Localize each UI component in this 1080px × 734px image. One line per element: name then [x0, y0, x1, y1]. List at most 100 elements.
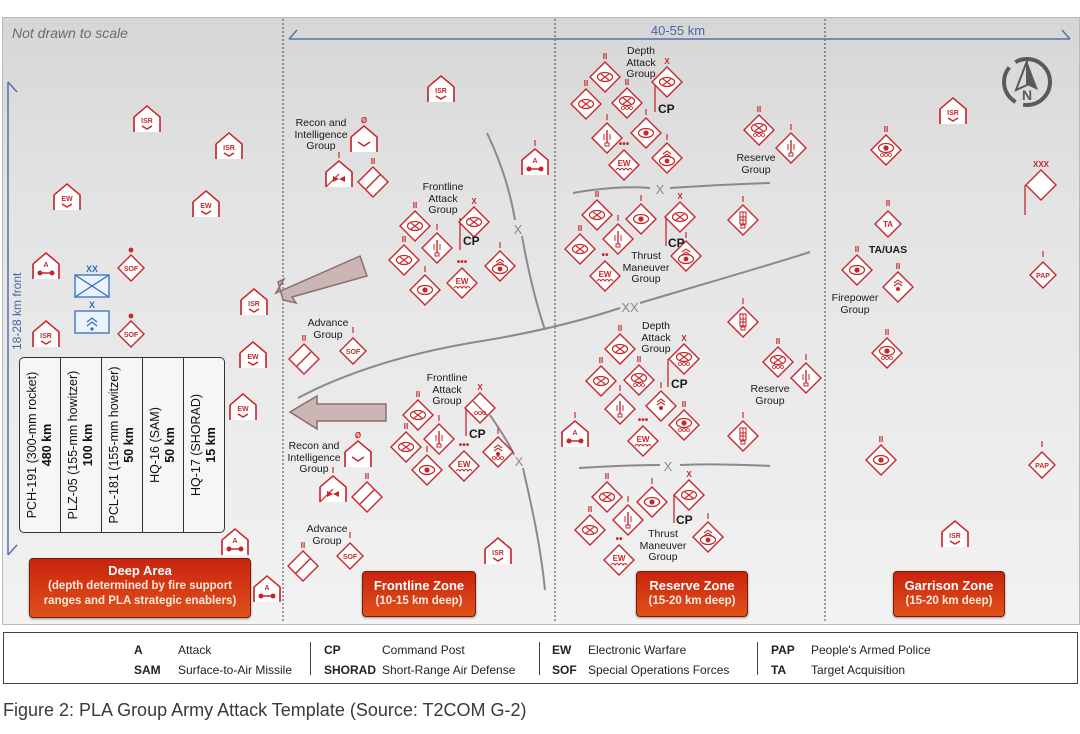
armor-unit-icon: II — [589, 52, 621, 93]
echelon-marker: I — [534, 139, 536, 148]
artillery-unit-icon: I — [604, 384, 636, 425]
svg-text:SOF: SOF — [124, 266, 139, 273]
cp-label: CP — [463, 234, 480, 248]
echelon-marker: II — [776, 337, 780, 346]
isr-unit-icon: ISR — [941, 520, 969, 547]
weapon-system: PLZ-05 (155-mm howitzer) — [66, 370, 80, 520]
echelon-marker: I — [574, 411, 576, 420]
echelon-marker: XXX — [1033, 160, 1050, 169]
echelon-marker: I — [742, 297, 744, 306]
echelon-marker: I — [438, 414, 440, 423]
svg-text:EW: EW — [247, 354, 259, 361]
legend-text: Attack — [178, 643, 212, 657]
air-defense-unit-icon: I — [636, 477, 668, 518]
armor-unit-icon: II — [585, 356, 617, 397]
echelon-marker: II — [402, 235, 406, 244]
isr-unit-icon: ISR — [133, 105, 161, 132]
attack-helicopter-unit-icon: AI — [561, 411, 589, 447]
artillery-unit-icon: I — [602, 214, 634, 255]
width-bracket — [288, 29, 1071, 40]
cp-label: CP — [668, 236, 685, 250]
legend-divider — [310, 642, 311, 675]
recon-air-unit-icon: I — [319, 466, 347, 503]
echelon-marker: X — [477, 383, 483, 392]
zone-box-garrison: Garrison Zone (15-20 km deep) — [893, 571, 1005, 617]
weapon-system: HQ-17 (SHORAD) — [189, 393, 203, 497]
echelon-marker: II — [578, 224, 582, 233]
armor-unit-icon: II — [390, 422, 422, 463]
north-arrow-icon: N — [1002, 57, 1052, 107]
recon-hq-unit-icon: Ø — [344, 431, 372, 467]
recon-battalion-icon: II — [357, 157, 389, 198]
echelon-marker: I — [349, 531, 351, 540]
svg-text:ISR: ISR — [947, 110, 959, 117]
echelon-marker: I — [606, 113, 608, 122]
air-defense-unit-icon: I — [625, 194, 657, 235]
weapon-range: 50 km — [122, 427, 136, 463]
recon-hq-unit-icon: X — [464, 383, 496, 424]
svg-text:EW: EW — [61, 196, 73, 203]
svg-text:TA: TA — [883, 220, 893, 229]
zone-subtitle: (15-20 km deep) — [905, 595, 993, 607]
group-army-hq-icon: XXX — [1025, 160, 1057, 201]
svg-text:A: A — [572, 430, 577, 437]
svg-text:ISR: ISR — [141, 118, 153, 125]
legend-abbr: CP — [324, 643, 341, 657]
echelon-marker: ••• — [638, 415, 649, 426]
air-defense-unit-icon: I — [630, 108, 662, 149]
isr-unit-icon: ISR — [427, 75, 455, 102]
echelon-marker: II — [884, 125, 888, 134]
division-boundary-line — [639, 251, 811, 304]
svg-text:ISR: ISR — [248, 301, 260, 308]
ew-unit-icon: EW — [229, 393, 257, 420]
legend-abbr: SOF — [552, 663, 577, 677]
range-column: PCH-191 (300-mm rocket)480 km — [20, 358, 61, 532]
echelon-marker: X — [686, 470, 692, 479]
sp-air-defense-unit-icon: II — [668, 400, 700, 441]
echelon-marker: II — [404, 422, 408, 431]
zone-title: Frontline Zone — [373, 578, 465, 593]
cp-staffs — [459, 82, 1026, 523]
echelon-marker: II — [855, 245, 859, 254]
echelon-marker: II — [603, 52, 607, 61]
isr-unit-icon: ISR — [215, 132, 243, 159]
echelon-marker: I — [640, 194, 642, 203]
ew-unit-icon: EW•• — [589, 250, 621, 292]
echelon-marker: I — [790, 123, 792, 132]
echelon-marker: I — [617, 214, 619, 223]
echelon-marker: X — [664, 57, 670, 66]
echelon-marker: II — [365, 472, 369, 481]
svg-text:ISR: ISR — [949, 533, 961, 540]
echelon-marker: II — [757, 105, 761, 114]
legend-abbr: TA — [771, 663, 787, 677]
legend-abbr: SAM — [134, 663, 161, 677]
echelon-marker: I — [666, 133, 668, 142]
attack-helicopter-unit-icon: A — [253, 575, 281, 602]
echelon-marker: Ø — [361, 116, 367, 125]
svg-text:A: A — [43, 262, 48, 269]
echelon-marker: II — [413, 201, 417, 210]
svg-text:PAP: PAP — [1035, 463, 1049, 470]
svg-text:EW: EW — [200, 203, 212, 210]
legend-text: Command Post — [382, 643, 465, 657]
svg-text:ISR: ISR — [223, 145, 235, 152]
division-boundary-line — [297, 307, 621, 399]
echelon-marker: II — [301, 541, 305, 550]
attack-helicopter-unit-icon: A — [221, 528, 249, 555]
echelon-marker: I — [742, 195, 744, 204]
weapon-system: PCL-181 (155-mm howitzer) — [107, 366, 121, 524]
armor-unit-icon: II — [564, 224, 596, 265]
ew-unit-icon: EW••• — [446, 257, 478, 299]
svg-text:SOF: SOF — [124, 332, 139, 339]
echelon-marker: Ø — [355, 431, 361, 440]
echelon-marker: X — [471, 197, 477, 206]
brigade-boundary-mark: X — [515, 454, 524, 469]
svg-text:N: N — [1022, 87, 1032, 103]
